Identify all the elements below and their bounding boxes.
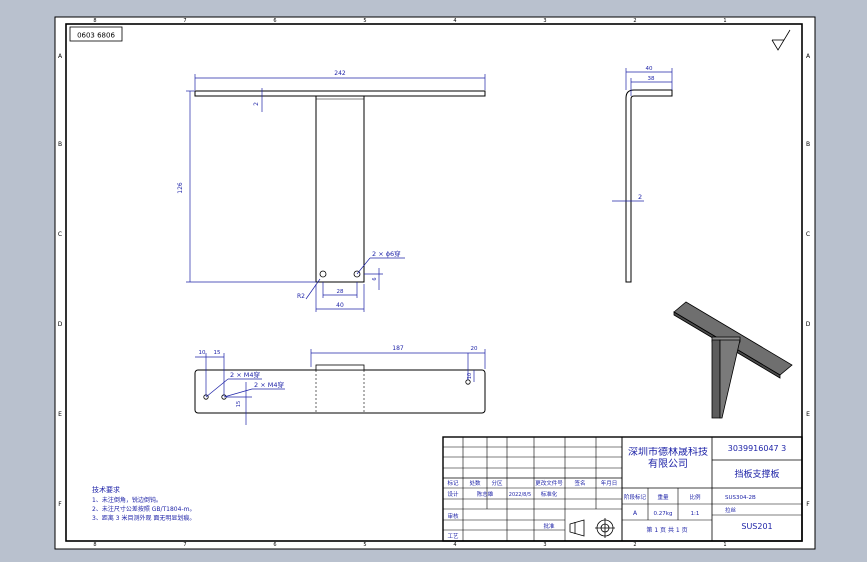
tb-weight-value: 0.27kg [654, 511, 673, 517]
front-plate [315, 95, 365, 283]
tb-surface: 拉丝 [725, 506, 737, 514]
top-hole-callout-2: 2 × M4穿 [254, 380, 284, 389]
tb-change-label: 更改文件号 [535, 479, 563, 487]
zone-col-label: 8 [93, 542, 96, 548]
zone-row-label: E [58, 411, 62, 418]
zone-row-label: F [58, 501, 62, 508]
tb-designer-label: 设计 [447, 490, 459, 498]
tb-part-name: 挡板支撑板 [734, 468, 779, 480]
note-line-1: 1、未注倒角，锐边倒钝。 [92, 496, 162, 504]
top-hole-callout-1: 2 × M4穿 [230, 370, 260, 379]
zone-col-label: 6 [273, 18, 276, 24]
zone-row-label: D [806, 321, 811, 328]
tb-zone-label: 分区 [491, 479, 503, 487]
side-dim-thickness: 2 [638, 193, 642, 201]
zone-row-label: B [58, 141, 62, 148]
side-view: 40 38 2 [612, 66, 673, 283]
drawing-sheet [54, 16, 816, 550]
side-profile [625, 89, 673, 283]
tb-scale-value: 1:1 [691, 511, 700, 517]
dim-radius: R2 [297, 293, 305, 300]
note-line-2: 2、未注尺寸公差按照 GB/T1804-m。 [92, 505, 195, 513]
tb-count-label: 处数 [469, 479, 481, 487]
hole-callout-front: 2 × ϕ6穿 [372, 249, 401, 258]
dim-height: 126 [177, 182, 184, 194]
part-stamp-text: 0603 6806 [77, 32, 115, 40]
tb-drawing-no: 3039916047 3 [728, 444, 787, 453]
drawing-frame [65, 23, 803, 542]
zone-col-label: 7 [183, 542, 186, 548]
tb-version: SUS201 [741, 522, 772, 531]
zone-row-label: C [806, 231, 810, 238]
zone-row-label: E [806, 411, 810, 418]
side-dim-inner: 38 [648, 76, 655, 82]
side-dim-outer: 40 [646, 66, 653, 72]
front-hole-right [353, 270, 361, 278]
front-flange [194, 90, 486, 97]
crosshair-icon [595, 518, 615, 538]
part-stamp: 0603 6806 [69, 26, 123, 42]
tb-sign-label: 签名 [574, 479, 585, 487]
zone-row-label: A [806, 53, 811, 60]
projection-symbol-icon [569, 519, 585, 537]
zone-col-label: 1 [723, 542, 726, 548]
tb-designer-name: 陈志雄 [477, 490, 494, 498]
zone-col-label: 8 [93, 18, 96, 24]
zone-markers: A A B B C C D D E E F F 8 8 7 7 6 6 5 5 4 4 3 3 2 2 1 1 [58, 18, 811, 548]
tb-company-name: 深圳市德林晟科技有限公司 [628, 447, 708, 470]
top-dim-span: 187 [392, 345, 404, 352]
zone-col-label: 5 [363, 18, 366, 24]
zone-col-label: 3 [543, 18, 546, 24]
zone-col-label: 2 [633, 542, 636, 548]
title-block-text: 标记 处数 分区 更改文件号 签名 年月日 设计 陈志雄 2022/8/5 标准… [447, 444, 786, 540]
tb-date: 2022/8/5 [509, 492, 531, 498]
zone-row-label: A [58, 53, 63, 60]
tb-approve-label: 批准 [543, 522, 555, 530]
zone-col-label: 1 [723, 18, 726, 24]
isometric-view [673, 301, 793, 419]
roughness-symbol [771, 29, 791, 51]
top-dim-end: 20 [471, 346, 478, 352]
dim-flange-thickness: 2 [253, 102, 260, 106]
zone-col-label: 7 [183, 18, 186, 24]
zone-col-label: 4 [453, 542, 456, 548]
dim-bottom-inner: 28 [337, 289, 344, 295]
front-hole-left [319, 270, 327, 278]
note-line-3: 3、距离 3 米目测外观 面无明显划痕。 [92, 514, 195, 522]
tb-sheet-info: 第 1 页 共 1 页 [646, 526, 687, 534]
notes-title: 技术要求 [92, 485, 120, 494]
zone-col-label: 6 [273, 542, 276, 548]
tb-company: 深圳市德林晟科技有限公司 [628, 447, 708, 470]
dim-total-width: 242 [334, 70, 346, 77]
tb-stage-label: 阶段标记 [624, 493, 647, 501]
tb-weight-label: 重量 [657, 493, 669, 501]
zone-col-label: 2 [633, 18, 636, 24]
tb-scale-label: 比例 [689, 493, 701, 501]
tb-standardize-label: 标准化 [541, 490, 558, 498]
tb-date-label: 年月日 [601, 479, 618, 487]
tb-mark-label: 标记 [447, 479, 459, 487]
zone-col-label: 3 [543, 542, 546, 548]
dim-hole-offset: 6 [372, 277, 378, 280]
zone-row-label: F [806, 501, 810, 508]
tb-stage-value: A [633, 510, 638, 517]
zone-row-label: D [58, 321, 63, 328]
top-dim-a: 10 [199, 350, 206, 356]
title-block [442, 436, 803, 542]
front-view: 242 126 2 28 40 R2 6 2 × ϕ6穿 [177, 70, 486, 312]
dim-bottom-outer: 40 [336, 302, 344, 309]
zone-col-label: 5 [363, 542, 366, 548]
tb-process-label: 工艺 [447, 533, 459, 540]
tb-material: SUS304-2B [725, 495, 756, 501]
top-dim-right-v: 10 [467, 373, 473, 379]
top-dim-left-v: 15 [236, 401, 242, 407]
top-dim-b: 15 [214, 350, 221, 356]
zone-row-label: B [806, 141, 810, 148]
zone-row-label: C [58, 231, 62, 238]
zone-col-label: 4 [453, 18, 456, 24]
top-view: 10 15 187 20 10 15 2 × M4穿 2 × M4穿 [194, 345, 486, 425]
tb-review-label: 审核 [447, 512, 459, 520]
technical-notes: 技术要求 1、未注倒角，锐边倒钝。 2、未注尺寸公差按照 GB/T1804-m。… [92, 485, 195, 522]
